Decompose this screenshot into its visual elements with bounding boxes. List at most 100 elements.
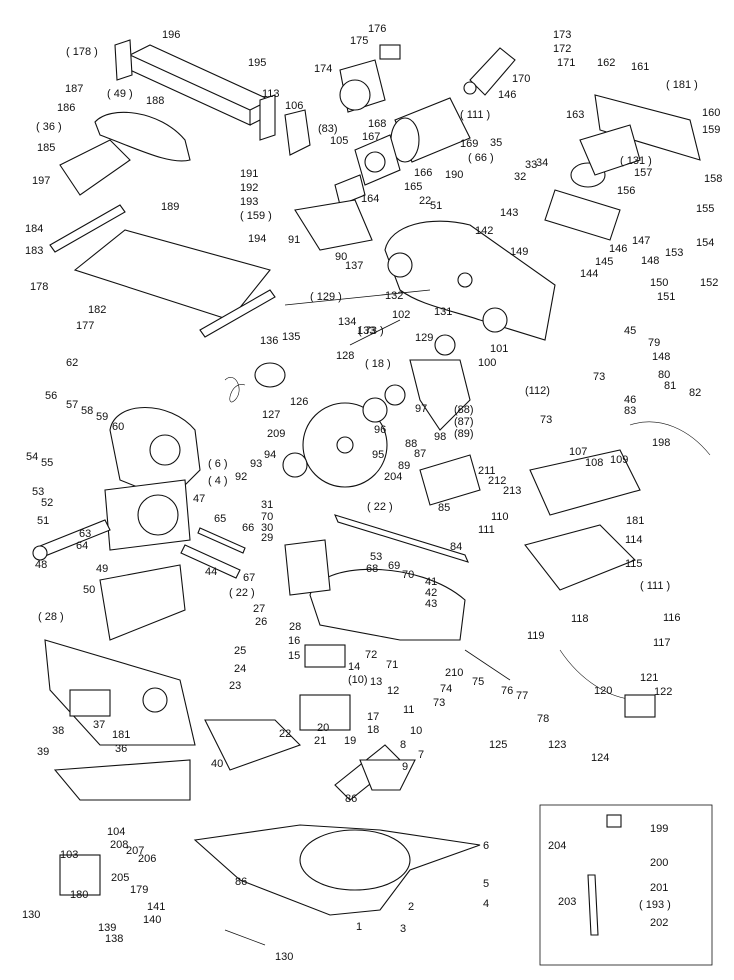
callout-label-73d: 73 [433,697,445,709]
callout-label-49a: ( 49 ) [107,88,133,100]
callout-label-40: 40 [211,758,223,770]
part-bearing-101 [482,307,508,333]
callout-label-191: 191 [240,168,258,180]
callout-label-173: 173 [553,29,571,41]
callout-label-132: 132 [385,290,403,302]
callout-label-210: 210 [445,667,463,679]
callout-label-131a: ( 131 ) [620,155,652,167]
callout-label-196: 196 [162,29,180,41]
part-brush-holder [379,44,401,60]
callout-label-41: 41 [425,576,437,588]
callout-label-86a: 86 [345,793,357,805]
callout-label-6a: ( 6 ) [208,458,228,470]
callout-label-159b: ( 159 ) [240,210,272,222]
callout-label-21: 21 [314,735,326,747]
callout-label-17: 17 [367,711,379,723]
callout-label-84: 84 [450,541,462,553]
callout-label-172: 172 [553,43,571,55]
callout-label-109: 109 [610,454,628,466]
callout-label-122: 122 [654,686,672,698]
callout-label-129a: ( 129 ) [310,291,342,303]
callout-label-163: 163 [566,109,584,121]
callout-label-28b: 28 [289,621,301,633]
callout-label-192: 192 [240,182,258,194]
callout-label-201: 201 [650,882,668,894]
callout-label-35: 35 [490,137,502,149]
callout-label-67: 67 [243,572,255,584]
part-turntable [309,568,466,641]
callout-label-149: 149 [510,246,528,258]
callout-label-85: 85 [438,502,450,514]
callout-label-167: 167 [362,131,380,143]
callout-label-95: 95 [372,449,384,461]
callout-label-7: 7 [418,749,424,761]
callout-label-104: 104 [107,826,125,838]
callout-label-59: 59 [96,411,108,423]
inset-frame [539,804,713,966]
part-motor-stator-end [339,79,371,111]
callout-label-45: 45 [624,325,636,337]
part-fence-bar [334,514,469,563]
callout-label-206: 206 [138,853,156,865]
part-label-38 [69,689,111,717]
callout-label-63: 63 [79,528,91,540]
callout-label-69: 69 [388,560,400,572]
callout-label-209: 209 [267,428,285,440]
callout-label-32: 32 [514,171,526,183]
callout-label-29: 29 [261,532,273,544]
part-bracket-106 [284,109,311,156]
callout-label-4b: 4 [483,898,489,910]
callout-label-190: 190 [445,169,463,181]
callout-label-31: 31 [261,499,273,511]
callout-label-76: 76 [501,685,513,697]
part-16 [304,644,346,668]
callout-label-183: 183 [25,245,43,257]
callout-label-12: 12 [387,685,399,697]
callout-label-205: 205 [111,872,129,884]
part-armature-bearing [463,81,477,95]
callout-label-159: 159 [702,124,720,136]
callout-label-112: (112) [525,385,550,397]
callout-label-113: 113 [262,88,280,100]
callout-label-18a: ( 18 ) [365,358,391,370]
part-belt [579,124,641,176]
callout-label-119: 119 [527,630,545,642]
callout-label-125: 125 [489,739,507,751]
callout-label-81: 81 [664,380,676,392]
callout-label-111b: 111 [478,524,495,536]
callout-label-74: 74 [440,683,452,695]
callout-label-53a: 53 [32,486,44,498]
callout-label-19: 19 [344,735,356,747]
callout-label-169: 169 [460,138,478,150]
callout-label-54: 54 [26,451,38,463]
callout-label-133: 133 [357,325,375,337]
part-shaft-65 [197,527,246,554]
callout-label-92: 92 [235,471,247,483]
callout-label-80: 80 [658,369,670,381]
callout-label-14: 14 [348,661,360,673]
part-guard-arm [409,359,471,431]
callout-label-177: 177 [76,320,94,332]
part-housing-hole [457,272,473,288]
part-drive-belt [544,189,621,241]
callout-label-148a: 148 [641,255,659,267]
part-shaft-end [32,545,48,561]
callout-label-46: 46 [624,394,636,406]
callout-label-1: 1 [356,921,362,933]
callout-label-50: 50 [83,584,95,596]
callout-label-25: 25 [234,645,246,657]
callout-label-43: 43 [425,598,437,610]
part-bar-130 [224,929,266,946]
callout-label-138: 138 [105,933,123,945]
callout-label-94: 94 [264,449,276,461]
callout-label-22a: 22 [419,195,431,207]
callout-label-10a: (10) [348,674,368,686]
part-103 [59,854,101,896]
callout-label-60: 60 [112,421,124,433]
callout-label-203: 203 [558,896,576,908]
callout-label-58: 58 [81,405,93,417]
callout-label-106: 106 [285,100,303,112]
callout-label-5: 5 [483,878,489,890]
callout-label-121: 121 [640,672,658,684]
